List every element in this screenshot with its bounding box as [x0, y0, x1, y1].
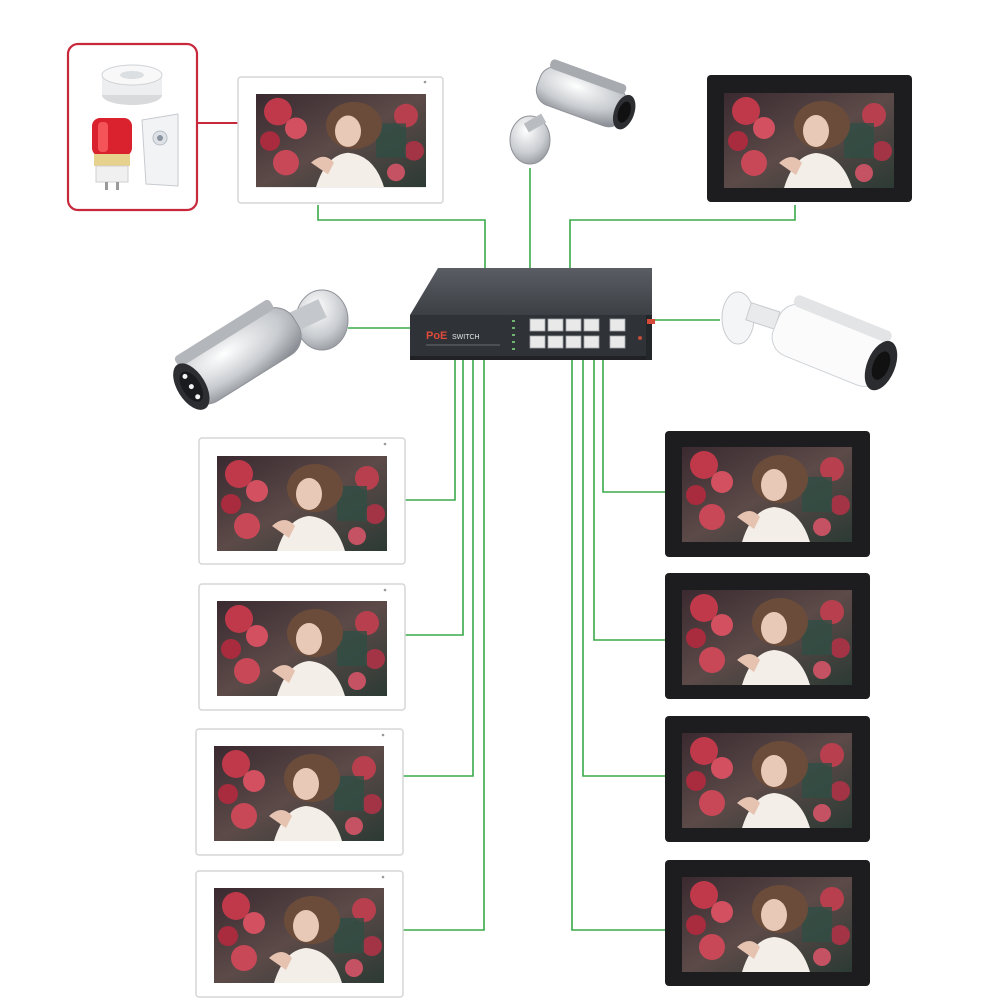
uplink-port[interactable] [610, 336, 625, 348]
bullet-camera-right-icon[interactable] [722, 291, 907, 396]
smoke-detector-icon [102, 65, 162, 105]
monitor-screen [256, 94, 426, 187]
monitor-right-3[interactable] [665, 716, 870, 842]
monitor-screen [682, 447, 852, 542]
line-monitor-right-1 [603, 360, 665, 492]
poe-port[interactable] [566, 336, 581, 348]
monitor-screen [682, 733, 852, 828]
monitor-left-3[interactable] [196, 729, 403, 855]
monitor-screen [214, 888, 384, 983]
line-monitor-left-4 [403, 360, 484, 930]
poe-port[interactable] [530, 319, 545, 331]
monitor-left-4[interactable] [196, 871, 403, 997]
reset-button-icon [638, 336, 642, 340]
poe-port[interactable] [566, 319, 581, 331]
monitor-right-1[interactable] [665, 431, 870, 557]
switch-brand-label: PoE [426, 330, 447, 342]
poe-port[interactable] [548, 336, 563, 348]
line-monitor-left-1 [405, 360, 455, 500]
line-monitor-top-right [570, 205, 795, 268]
line-monitor-right-2 [594, 360, 665, 640]
monitor-screen [217, 456, 387, 551]
poe-port[interactable] [584, 336, 599, 348]
power-indicator-icon [647, 319, 655, 324]
monitor-left-2[interactable] [199, 584, 405, 710]
poe-port[interactable] [548, 319, 563, 331]
line-monitor-right-3 [583, 360, 665, 776]
monitor-screen [724, 93, 894, 188]
monitor-screen [682, 590, 852, 685]
alarm-strobe-icon [92, 118, 132, 190]
line-monitor-top-left [318, 205, 485, 268]
monitor-screen [682, 877, 852, 972]
bullet-camera-left-icon[interactable] [161, 290, 348, 416]
switch-model-label: SWITCH [452, 334, 480, 341]
bullet-camera-top-icon[interactable] [510, 57, 643, 164]
monitor-top-left[interactable] [238, 77, 443, 203]
poe-port[interactable] [530, 336, 545, 348]
monitor-top-right[interactable] [707, 75, 912, 202]
sensor-group-box[interactable] [68, 44, 197, 210]
monitor-screen [217, 601, 387, 696]
pir-motion-sensor-icon [142, 114, 178, 186]
poe-switch[interactable]: PoE SWITCH [410, 268, 655, 360]
monitor-screen [214, 746, 384, 841]
monitor-right-4[interactable] [665, 860, 870, 986]
monitor-left-1[interactable] [199, 438, 405, 564]
uplink-port[interactable] [610, 319, 625, 331]
line-monitor-right-4 [572, 360, 665, 930]
poe-port[interactable] [584, 319, 599, 331]
monitor-right-2[interactable] [665, 573, 870, 699]
